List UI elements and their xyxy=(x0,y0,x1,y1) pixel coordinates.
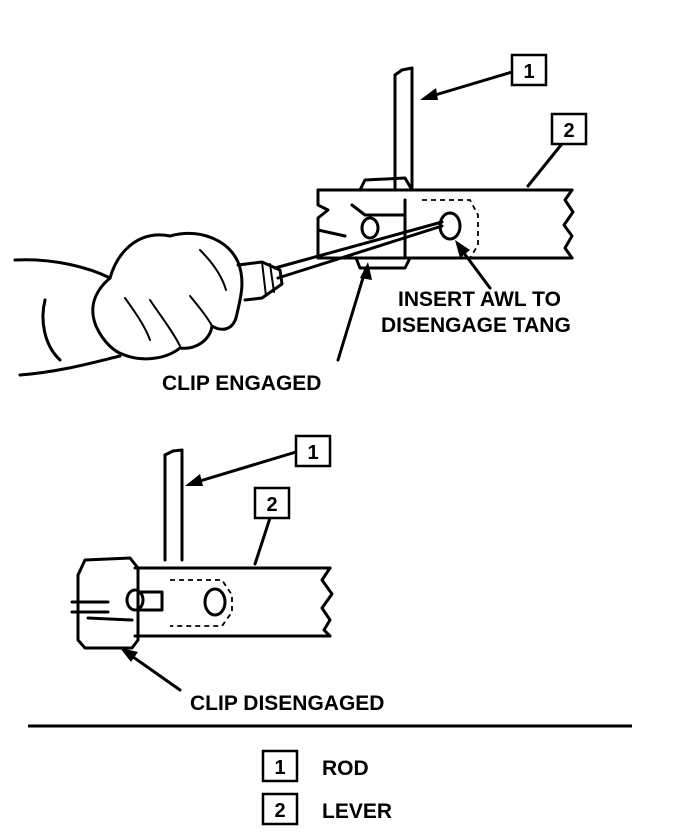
hand xyxy=(13,232,244,377)
clip-top xyxy=(350,176,414,270)
callout-number-1-bottom: 1 xyxy=(307,442,318,464)
hidden-hole-bottom xyxy=(170,579,233,627)
callout-rod-bottom: 1 xyxy=(185,434,332,486)
legend-label-lever: LEVER xyxy=(322,800,392,823)
awl-callout: INSERT AWL TO DISENGAGE TANG xyxy=(381,240,571,337)
legend-number-2: 2 xyxy=(274,800,285,822)
callout-rod-top: 1 xyxy=(420,53,548,100)
rod-bottom xyxy=(163,448,184,562)
legend-item-lever: 2 LEVER xyxy=(261,792,392,826)
clip-engaged-callout: CLIP ENGAGED xyxy=(162,262,372,395)
awl-instruction-line1: INSERT AWL TO xyxy=(398,288,561,311)
top-view: 1 2 INSERT AWL TO DISENGAGE TANG CLIP EN… xyxy=(13,53,588,395)
bottom-view: 1 2 CLIP DISENGAGED xyxy=(70,434,384,715)
legend: 1 ROD 2 LEVER xyxy=(261,749,392,826)
callout-box-1-bottom xyxy=(294,434,332,468)
callout-number-1: 1 xyxy=(523,61,534,83)
clip-disengaged-callout: CLIP DISENGAGED xyxy=(120,648,384,715)
awl xyxy=(236,220,444,302)
awl-instruction-line2: DISENGAGE TANG xyxy=(381,314,571,337)
callout-number-2-bottom: 2 xyxy=(266,494,277,516)
callout-box-1 xyxy=(510,53,548,87)
callout-box-2-bottom xyxy=(253,486,291,520)
callout-lever-top: 2 xyxy=(526,112,588,188)
lever-top xyxy=(316,188,575,260)
callout-box-2 xyxy=(550,112,588,146)
legend-number-1: 1 xyxy=(274,757,285,779)
lever-bottom xyxy=(133,566,334,638)
callout-number-2: 2 xyxy=(563,120,574,142)
legend-item-rod: 1 ROD xyxy=(261,749,369,783)
clip-disengaged-label: CLIP DISENGAGED xyxy=(190,692,384,715)
rod-top xyxy=(393,66,414,192)
legend-box-1 xyxy=(261,749,299,783)
legend-box-2 xyxy=(261,792,299,826)
legend-label-rod: ROD xyxy=(322,757,369,780)
clip-bottom xyxy=(70,556,164,650)
callout-lever-bottom: 2 xyxy=(253,486,291,566)
clip-engaged-label: CLIP ENGAGED xyxy=(162,372,321,395)
